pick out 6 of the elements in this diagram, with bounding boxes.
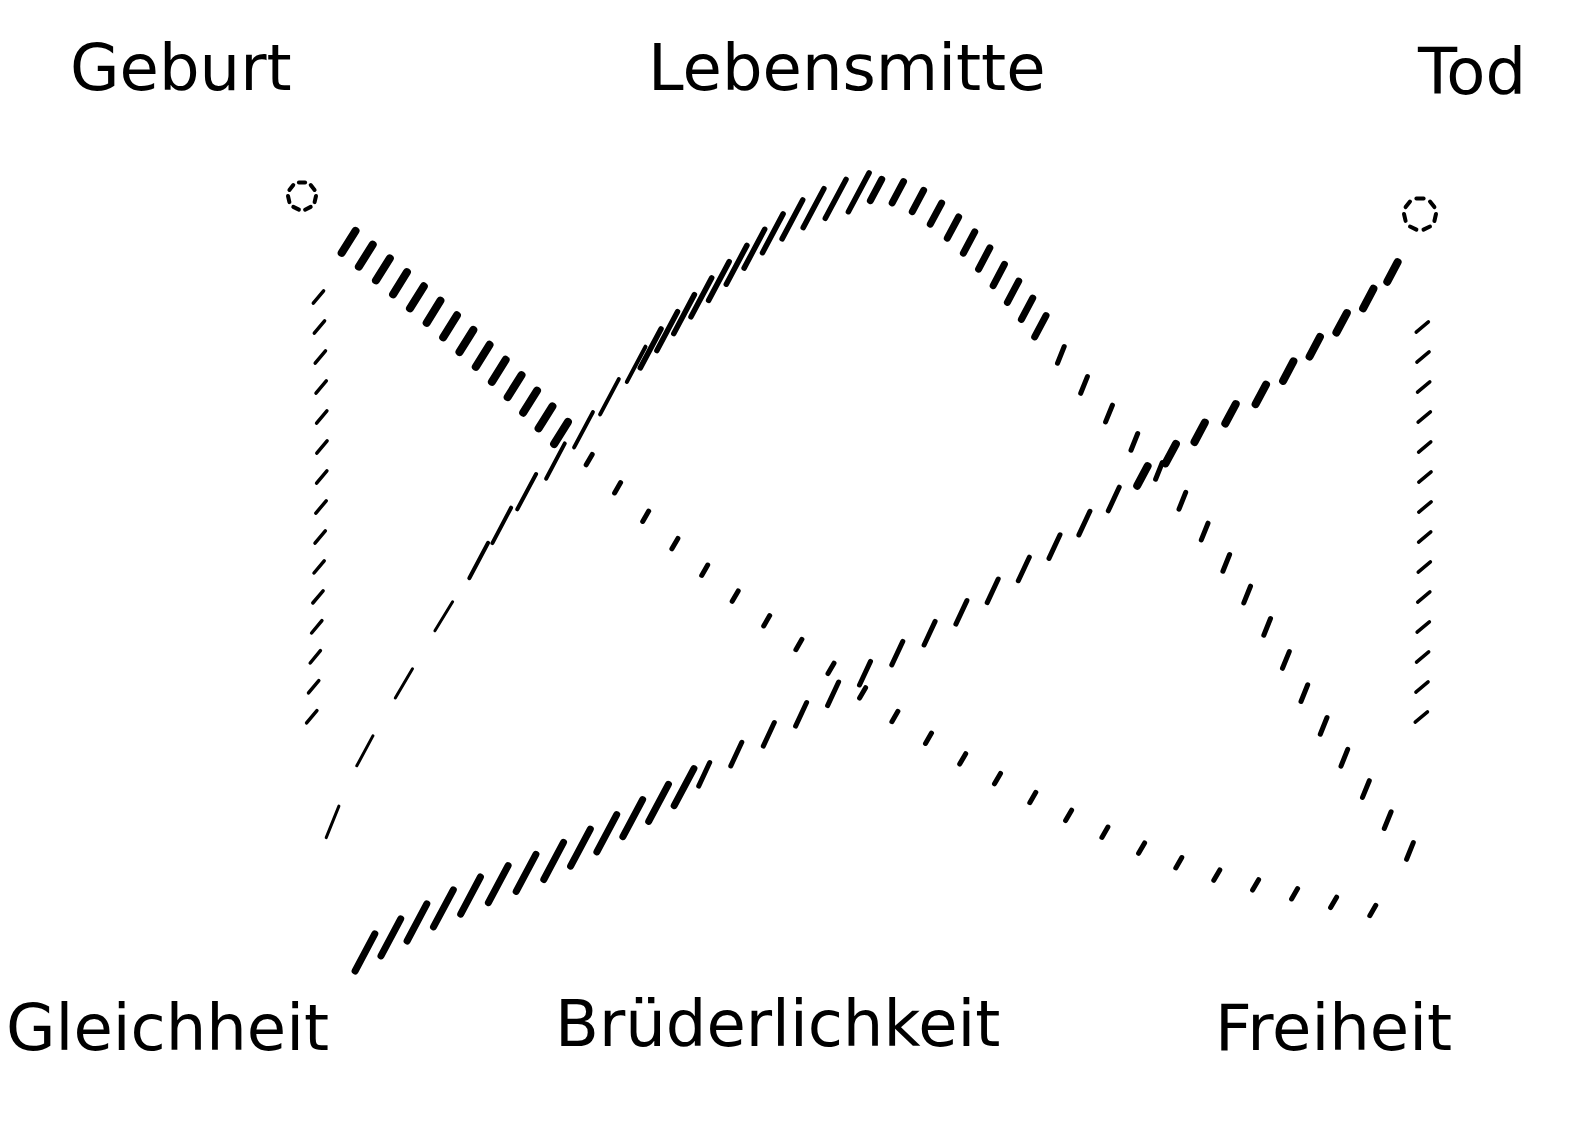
life-stage-label: Lebensmitte xyxy=(648,36,1046,100)
curve-label: Gleichheit xyxy=(6,996,330,1060)
curve-label: Freiheit xyxy=(1215,996,1453,1060)
life-stage-label: Tod xyxy=(1418,40,1526,104)
curve-label: Brüderlichkeit xyxy=(555,992,1001,1056)
life-stage-label: Geburt xyxy=(70,36,292,100)
